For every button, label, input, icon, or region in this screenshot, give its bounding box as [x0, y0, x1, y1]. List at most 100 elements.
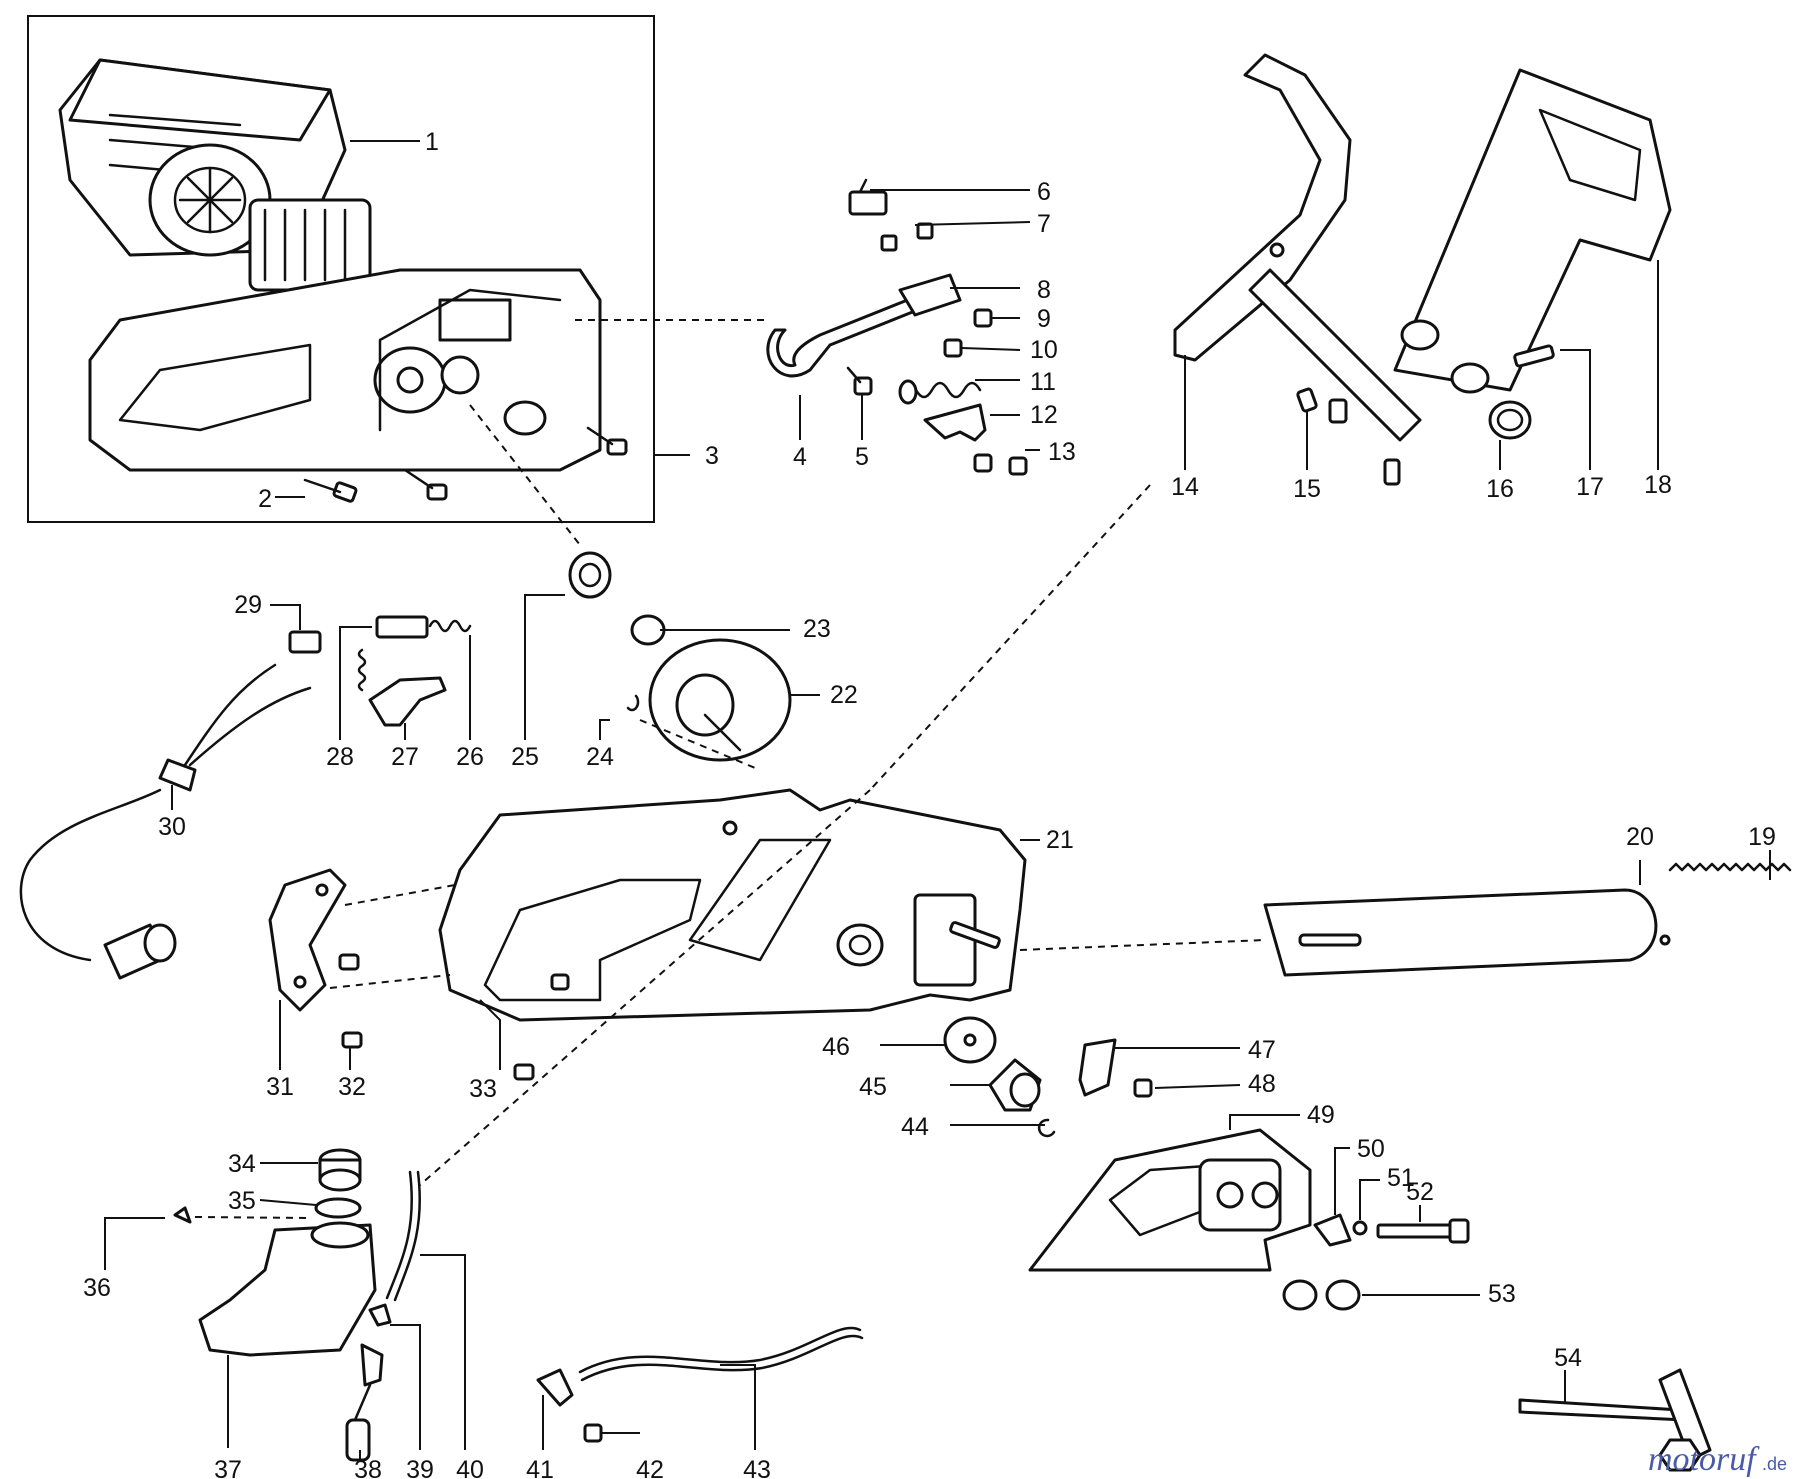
callout-8: 8: [1037, 276, 1051, 304]
callout-48: 48: [1248, 1070, 1276, 1098]
screw-7: [880, 222, 934, 252]
callout-10: 10: [1030, 336, 1058, 364]
lever-50: [1313, 1213, 1352, 1247]
callout-53: 53: [1488, 1280, 1516, 1308]
callout-38: 38: [354, 1456, 382, 1479]
callout-52: 52: [1406, 1178, 1434, 1206]
bush-25: [568, 551, 612, 599]
side-cover-31: [268, 868, 347, 1012]
callout-7: 7: [1037, 210, 1051, 238]
callout-51: 51: [1387, 1164, 1415, 1192]
callout-9: 9: [1037, 305, 1051, 333]
callout-14: 14: [1171, 473, 1199, 501]
callout-4: 4: [793, 443, 807, 471]
callout-3: 3: [705, 442, 719, 470]
callout-18: 18: [1644, 471, 1672, 499]
callout-13: 13: [1048, 438, 1076, 466]
callout-1: 1: [425, 128, 439, 156]
seal-35: [314, 1197, 362, 1219]
callout-25: 25: [511, 743, 539, 771]
motor-inset-frame: [27, 15, 655, 523]
callout-20: 20: [1626, 823, 1654, 851]
screw-10: [943, 338, 963, 358]
callout-27: 27: [391, 743, 419, 771]
switch-6: [848, 178, 888, 216]
callout-15: 15: [1293, 475, 1321, 503]
valve-39: [368, 1303, 392, 1327]
wrench-54: [1518, 1368, 1712, 1472]
clamp-16: [1488, 400, 1532, 440]
motor-housing-half: [88, 268, 602, 472]
main-housing-21: [438, 788, 1027, 1022]
callout-6: 6: [1037, 178, 1051, 206]
callout-11: 11: [1030, 368, 1056, 396]
watermark-logo: motoruf .de: [1648, 1441, 1787, 1478]
chain-19: [1668, 862, 1792, 872]
screw-3b: [586, 426, 628, 456]
cable-30: [19, 663, 312, 980]
callout-26: 26: [456, 743, 484, 771]
clip-44: [1037, 1118, 1056, 1138]
leader-lines: [104, 140, 1771, 1460]
screw-42: [583, 1423, 603, 1443]
screw-15: [1296, 387, 1401, 486]
screw-9: [973, 308, 993, 328]
callout-49: 49: [1307, 1101, 1335, 1129]
callout-41: 41: [526, 1456, 554, 1479]
cap-34: [318, 1148, 362, 1192]
clip-24: [626, 694, 640, 712]
callout-29: 29: [234, 591, 262, 619]
oil-tank-37: [198, 1221, 377, 1357]
callout-12: 12: [1030, 401, 1058, 429]
callout-45: 45: [859, 1073, 887, 1101]
filter-38: [345, 1343, 384, 1462]
callout-40: 40: [456, 1456, 484, 1479]
watermark-suffix: .de: [1762, 1454, 1787, 1474]
callout-43: 43: [743, 1456, 771, 1479]
trigger-27: [368, 676, 447, 727]
washer-46: [943, 1016, 997, 1064]
spring-11: [898, 379, 982, 405]
callout-32: 32: [338, 1073, 366, 1101]
callout-5: 5: [855, 443, 869, 471]
nut-53: [1282, 1279, 1361, 1311]
screw-5: [846, 366, 873, 396]
callout-37: 37: [214, 1456, 242, 1479]
screw-32: [338, 953, 363, 1049]
callout-35: 35: [228, 1187, 256, 1215]
callout-22: 22: [830, 681, 858, 709]
callout-24: 24: [586, 743, 614, 771]
bracket-47: [1078, 1038, 1117, 1097]
callout-23: 23: [803, 615, 831, 643]
washer-23: [630, 614, 666, 646]
ring-51: [1352, 1220, 1368, 1236]
callout-54: 54: [1554, 1344, 1582, 1372]
switch-28: [375, 615, 472, 639]
watermark-brand: motoruf: [1648, 1441, 1760, 1478]
callout-28: 28: [326, 743, 354, 771]
callout-47: 47: [1248, 1036, 1276, 1064]
callout-44: 44: [901, 1113, 929, 1141]
vent-36: [173, 1206, 192, 1224]
callout-16: 16: [1486, 475, 1514, 503]
pipe-40: [385, 1170, 422, 1302]
rear-handle-18: [1393, 68, 1672, 394]
callout-33: 33: [469, 1075, 497, 1103]
switch-29: [288, 630, 322, 654]
lever-12: [923, 403, 987, 442]
callout-34: 34: [228, 1150, 256, 1178]
spring-26: [357, 648, 367, 692]
callout-50: 50: [1357, 1135, 1385, 1163]
screw-3: [403, 468, 448, 501]
brake-band-4: [766, 273, 962, 378]
motor-assembly: [58, 58, 372, 292]
callout-21: 21: [1046, 826, 1074, 854]
callout-39: 39: [406, 1456, 434, 1479]
callout-30: 30: [158, 813, 186, 841]
callout-17: 17: [1576, 473, 1604, 501]
callout-numbers: 1 2 3 4 5 6 7 8 9 10 11 12 13 14 15 16 1…: [83, 128, 1776, 1479]
gear-22: [648, 638, 792, 762]
sprocket-cover-49: [1028, 1128, 1312, 1272]
sprocket-45: [988, 1058, 1042, 1112]
